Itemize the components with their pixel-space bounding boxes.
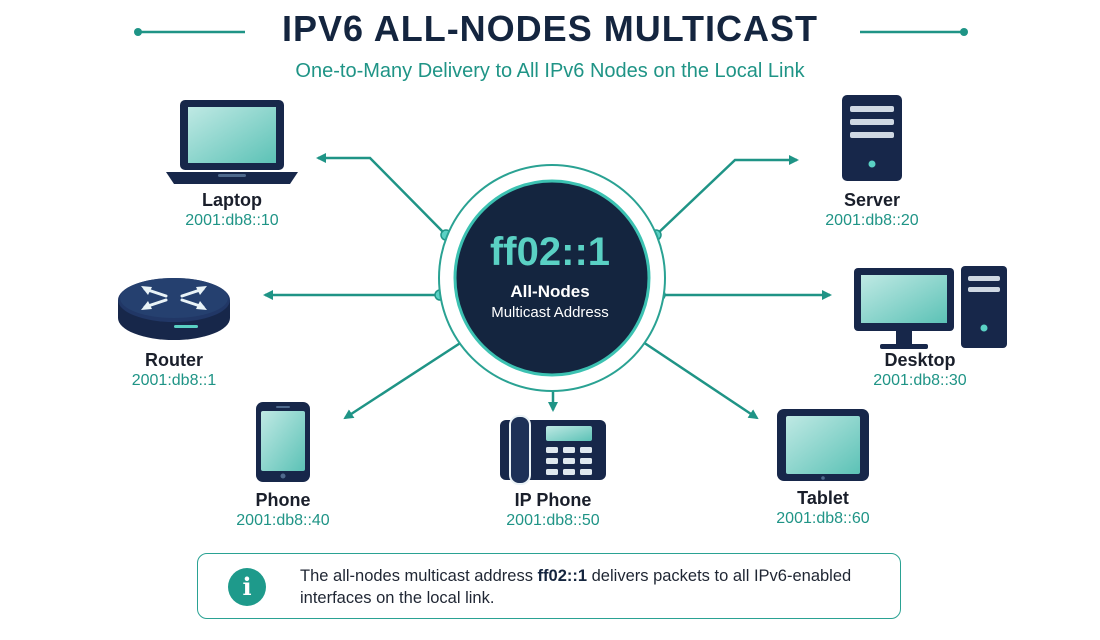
phone-icon — [256, 402, 310, 482]
router-icon — [118, 278, 230, 340]
device-address-tablet: 2001:db8::60 — [776, 510, 870, 527]
device-address-desktop: 2001:db8::30 — [873, 372, 967, 389]
device-name-laptop: Laptop — [202, 190, 262, 210]
device-name-router: Router — [145, 350, 203, 370]
title-rule-right — [860, 28, 968, 36]
device-address-server: 2001:db8::20 — [825, 212, 919, 229]
info-text-part2: delivers packets to all IPv6-enabled int… — [300, 567, 852, 607]
multicast-node — [438, 164, 666, 392]
device-address-ip-phone: 2001:db8::50 — [506, 512, 600, 529]
device-name-server: Server — [843, 190, 901, 210]
device-name-desktop: Desktop — [884, 350, 956, 370]
desktop-icon — [854, 266, 1007, 349]
tablet-icon — [777, 409, 869, 481]
device-name-ip-phone: IP Phone — [514, 490, 592, 510]
info-text-address: ff02::1 — [537, 567, 588, 585]
device-address-phone: 2001:db8::40 — [236, 512, 330, 529]
connection-router — [263, 289, 446, 301]
info-callout: i The all-nodes multicast address ff02::… — [197, 553, 901, 619]
info-icon: i — [228, 568, 266, 606]
server-icon — [842, 95, 902, 181]
info-text: The all-nodes multicast address ff02::1 … — [300, 565, 880, 609]
ip-phone-icon — [500, 415, 606, 485]
device-address-router: 2001:db8::1 — [131, 372, 217, 389]
multicast-address: ff02::1 — [489, 230, 611, 274]
connection-phone — [343, 332, 474, 420]
info-text-part1: The all-nodes multicast address — [300, 567, 538, 585]
device-name-phone: Phone — [255, 490, 311, 510]
page-title: IPV6 ALL-NODES MULTICAST — [282, 8, 818, 49]
multicast-label-line1: All-Nodes — [510, 282, 590, 301]
device-address-laptop: 2001:db8::10 — [185, 212, 279, 229]
device-name-tablet: Tablet — [797, 488, 849, 508]
page-subtitle: One-to-Many Delivery to All IPv6 Nodes o… — [295, 60, 805, 82]
multicast-label-line2: Multicast Address — [491, 304, 609, 321]
connection-tablet — [631, 332, 759, 420]
laptop-icon — [166, 100, 298, 184]
connection-desktop — [654, 289, 832, 301]
title-rule-left — [134, 28, 245, 36]
